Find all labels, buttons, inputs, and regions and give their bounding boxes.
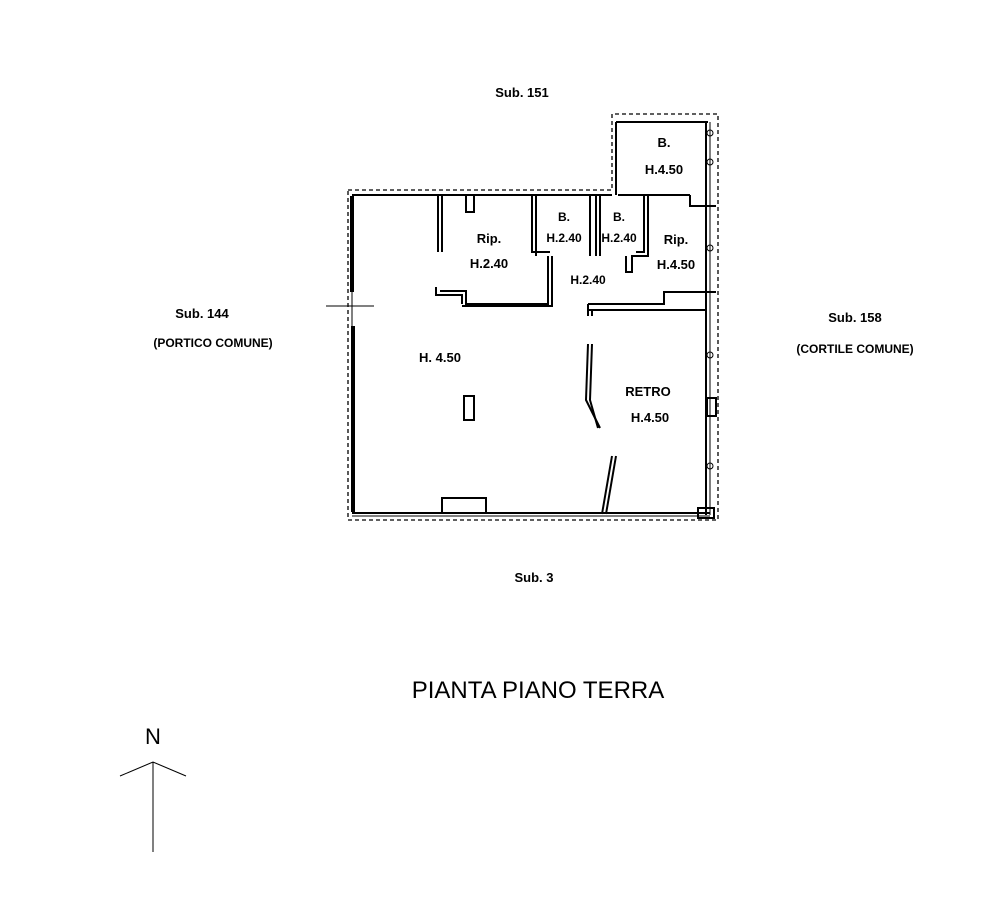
interior-walls	[326, 129, 716, 515]
room-bath-ne-name: B.	[658, 135, 671, 150]
plan-title: PIANTA PIANO TERRA	[412, 677, 665, 704]
neighbor-west-note: (PORTICO COMUNE)	[153, 336, 272, 350]
room-bath1-height: H.2.40	[546, 231, 582, 245]
neighbor-north-label: Sub. 151	[495, 85, 548, 100]
property-boundary	[347, 113, 719, 521]
room-storage-w-name: Rip.	[477, 231, 502, 246]
neighbor-west-label: Sub. 144	[175, 306, 229, 321]
room-bath2-height: H.2.40	[601, 231, 637, 245]
north-arrow-icon: N	[119, 724, 187, 852]
room-main-height: H. 4.50	[419, 350, 461, 365]
exterior-walls	[350, 121, 717, 519]
room-bath-ne-height: H.4.50	[645, 162, 683, 177]
room-corridor-height: H.2.40	[570, 273, 606, 287]
room-storage-e-height: H.4.50	[657, 257, 695, 272]
room-retro-height: H.4.50	[631, 410, 669, 425]
room-storage-w-height: H.2.40	[470, 256, 508, 271]
room-bath2-name: B.	[613, 210, 625, 224]
north-arrow-label: N	[145, 724, 161, 749]
neighbor-south-label: Sub. 3	[514, 570, 553, 585]
room-bath1-name: B.	[558, 210, 570, 224]
neighbor-east-label: Sub. 158	[828, 310, 881, 325]
room-retro-name: RETRO	[625, 384, 671, 399]
neighbor-east-note: (CORTILE COMUNE)	[796, 342, 913, 356]
room-storage-e-name: Rip.	[664, 232, 689, 247]
